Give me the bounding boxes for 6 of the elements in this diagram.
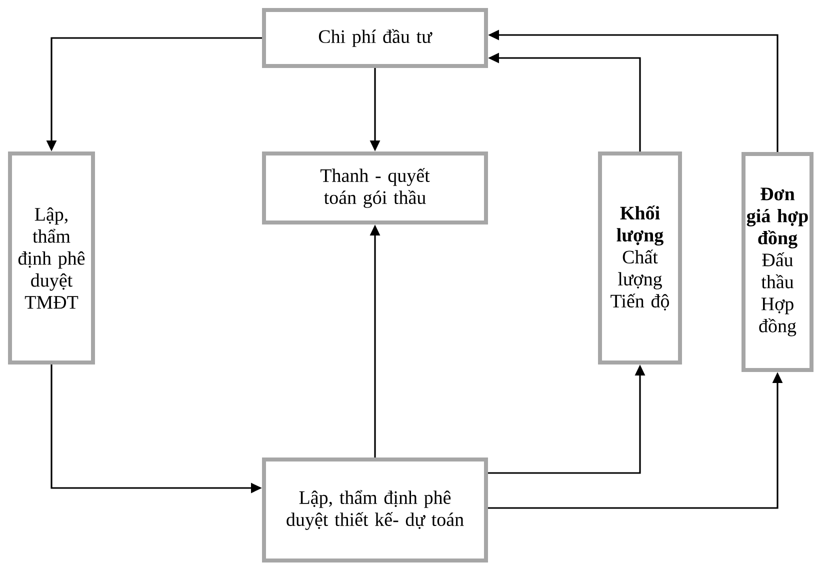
process-box: Thanh - quyết toán gói thầu: [262, 152, 488, 224]
process-box: Đơn giá hợp đồng Đấu thầu Hợp đồng: [742, 152, 814, 372]
process-box: Chi phí đầu tư: [262, 8, 488, 68]
process-box: Khối lượng Chất lượng Tiến độ: [598, 152, 682, 364]
process-box: Lập, thẩm định phê duyệt thiết kế- dự toán: [262, 458, 488, 562]
process-box: Lập, thẩm định phê duyệt TMĐT: [8, 152, 95, 364]
